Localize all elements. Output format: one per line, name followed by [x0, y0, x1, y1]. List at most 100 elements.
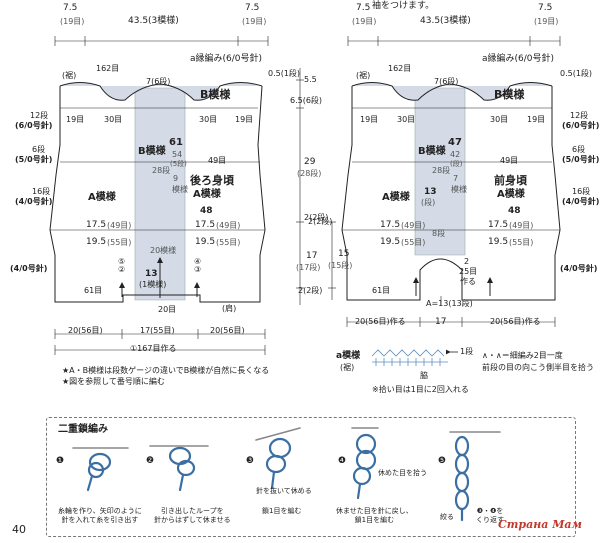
front-needle3-rows: 16段: [572, 187, 591, 196]
front-needle1-rows: 12段: [570, 111, 589, 120]
front-b-center-label: B模様: [418, 146, 446, 157]
step3-number: ❸: [246, 456, 255, 466]
back-circ5: ⑤: [118, 257, 126, 266]
front-stack-dan: (段): [450, 160, 463, 168]
back-a-edge-label: a縁編み(6/0号針): [190, 54, 263, 64]
back-dim-2: 2(2段): [304, 213, 329, 222]
back-stack-moyou: 模様: [172, 185, 188, 194]
step5-caption-line1: ❸・❹を: [476, 507, 504, 515]
back-center-panel: [134, 87, 186, 301]
back-count-19-left: 19目: [66, 115, 85, 124]
note-2: ★図を参照して番号順に編む: [62, 377, 165, 386]
front-dim-2: 2(2段): [308, 217, 333, 226]
front-val-48: 48: [508, 206, 521, 216]
back-count-49: 49目: [208, 156, 227, 165]
back-dim-29: 29: [304, 157, 316, 167]
step2-caption-line1: 引き出したループを: [161, 507, 224, 515]
back-total: ①167目作る: [130, 344, 177, 353]
front-top-left-width: 7.5: [356, 3, 371, 13]
front-b-pattern-label: B模様: [494, 88, 525, 101]
back-center-13: 13: [145, 269, 158, 279]
front-center-panel: [414, 87, 466, 256]
back-bottom-20: 20目: [158, 305, 177, 314]
watermark: Страна Мам: [498, 518, 582, 531]
step3-illustration: [255, 427, 301, 490]
a-edge-title: a模様: [336, 351, 361, 361]
front-body-schematic: [328, 36, 561, 327]
back-bottom-61: 61目: [84, 286, 103, 295]
front-center-8: 8段: [432, 229, 446, 238]
step5-caption-line2: くり返す: [476, 515, 504, 524]
step1-caption: 糸輪を作り、矢印のように 針を入れて糸を引き出す: [58, 507, 142, 525]
back-needle1: (6/0号針): [15, 121, 53, 130]
front-count-19-right: 19目: [527, 115, 546, 124]
front-center-13b: (段): [421, 198, 436, 207]
note-1: ★A・B模様は段数ゲージの違いでB模様が自然に長くなる: [62, 366, 270, 375]
back-count-30-left: 30目: [104, 115, 123, 124]
front-count-49: 49目: [500, 156, 519, 165]
back-count-19-right: 19目: [235, 115, 254, 124]
step2-caption: 引き出したループを 針からはずして休ませる: [154, 507, 231, 525]
back-bottom-width-mid: 17(55目): [140, 326, 175, 335]
a-edge-bottom: 脇: [420, 371, 428, 380]
step1-caption-line2: 針を入れて糸を引き出す: [61, 515, 139, 524]
front-center-13: 13: [424, 187, 437, 197]
back-title: 後ろ身頃: [190, 174, 234, 187]
step4-caption-line1: 休ませた目を針に戻し、: [336, 507, 413, 515]
front-neck-count: 162目: [388, 64, 412, 73]
front-a-edge-label: a縁編み(6/0号針): [482, 54, 555, 64]
back-dim-2b: 2(2段): [298, 286, 323, 295]
back-top-center-width: 43.5(3模様): [128, 16, 179, 26]
back-bottom-width-right: 20(56目): [210, 326, 245, 335]
front-stack-42: 42: [450, 150, 461, 159]
back-dim-29b: (28段): [297, 169, 322, 178]
front-a13: A=13(13段): [426, 299, 473, 308]
back-28-rows: 28段: [152, 166, 171, 175]
page-number: 40: [12, 523, 26, 536]
front-top-center-width: 43.5(3模様): [420, 16, 471, 26]
back-outline: [49, 85, 266, 303]
back-dim-5-5: 5.5: [304, 75, 317, 84]
back-val-48: 48: [200, 206, 213, 216]
back-circ3: ③: [194, 265, 202, 274]
front-w19-5-right-cnt: (55目): [509, 238, 534, 247]
step3-caption: 鎖1目を編む: [262, 507, 301, 516]
back-w17-5-left: 17.5: [86, 220, 107, 230]
step1-caption-line1: 糸輪を作り、矢印のように: [58, 507, 142, 515]
front-right-bottom-needle: (4/0号針): [560, 264, 598, 273]
back-stack-61: 61: [169, 137, 183, 148]
back-left-bottom-needle: (4/0号針): [10, 264, 48, 273]
back-w19-5-right-cnt: (55目): [216, 238, 241, 247]
front-bottom-width-left: 20(56目)作る: [355, 317, 406, 326]
symbol-note-2: 前段の目の向こう側半目を拾う: [482, 363, 594, 372]
front-dim-05: 0.5(1段): [560, 69, 593, 78]
back-w17-5-left-cnt: (49目): [107, 221, 132, 230]
front-outline: [341, 86, 561, 301]
back-top-right-width: 7.5: [245, 3, 260, 13]
step5-number: ❺: [438, 456, 447, 466]
step2-illustration: [149, 445, 209, 492]
front-needle2-rows: 6段: [572, 145, 586, 154]
back-bottom-width-left: 20(56目): [68, 326, 103, 335]
front-neck-label: (裾): [356, 71, 371, 80]
front-needle3: (4/0号針): [562, 197, 600, 206]
back-bottom-shoulder: (肩): [222, 304, 237, 313]
back-a-left-label: A模様: [88, 192, 116, 203]
back-body-schematic: [49, 36, 304, 355]
back-dim-17b: (17段): [296, 263, 321, 272]
front-needle1: (6/0号針): [562, 121, 600, 130]
step4-tip: 休めた目を拾う: [378, 469, 427, 477]
front-top-left-rows: (19目): [352, 17, 377, 26]
a-edge-chart: [371, 349, 458, 366]
header-note: 袖をつけます。: [372, 1, 435, 11]
front-c25-c: 作る: [460, 277, 476, 286]
step1-number: ❶: [56, 456, 65, 466]
front-c25-b: 25目: [459, 267, 478, 276]
a-edge-row1: 1段: [460, 347, 474, 356]
back-neck-count: 162目: [96, 64, 120, 73]
back-center-13b: (1模様): [139, 280, 167, 289]
front-title: 前身頃: [494, 174, 527, 187]
front-bottom-width-mid: 17: [435, 317, 447, 327]
step5-tip: 絞る: [440, 513, 454, 521]
